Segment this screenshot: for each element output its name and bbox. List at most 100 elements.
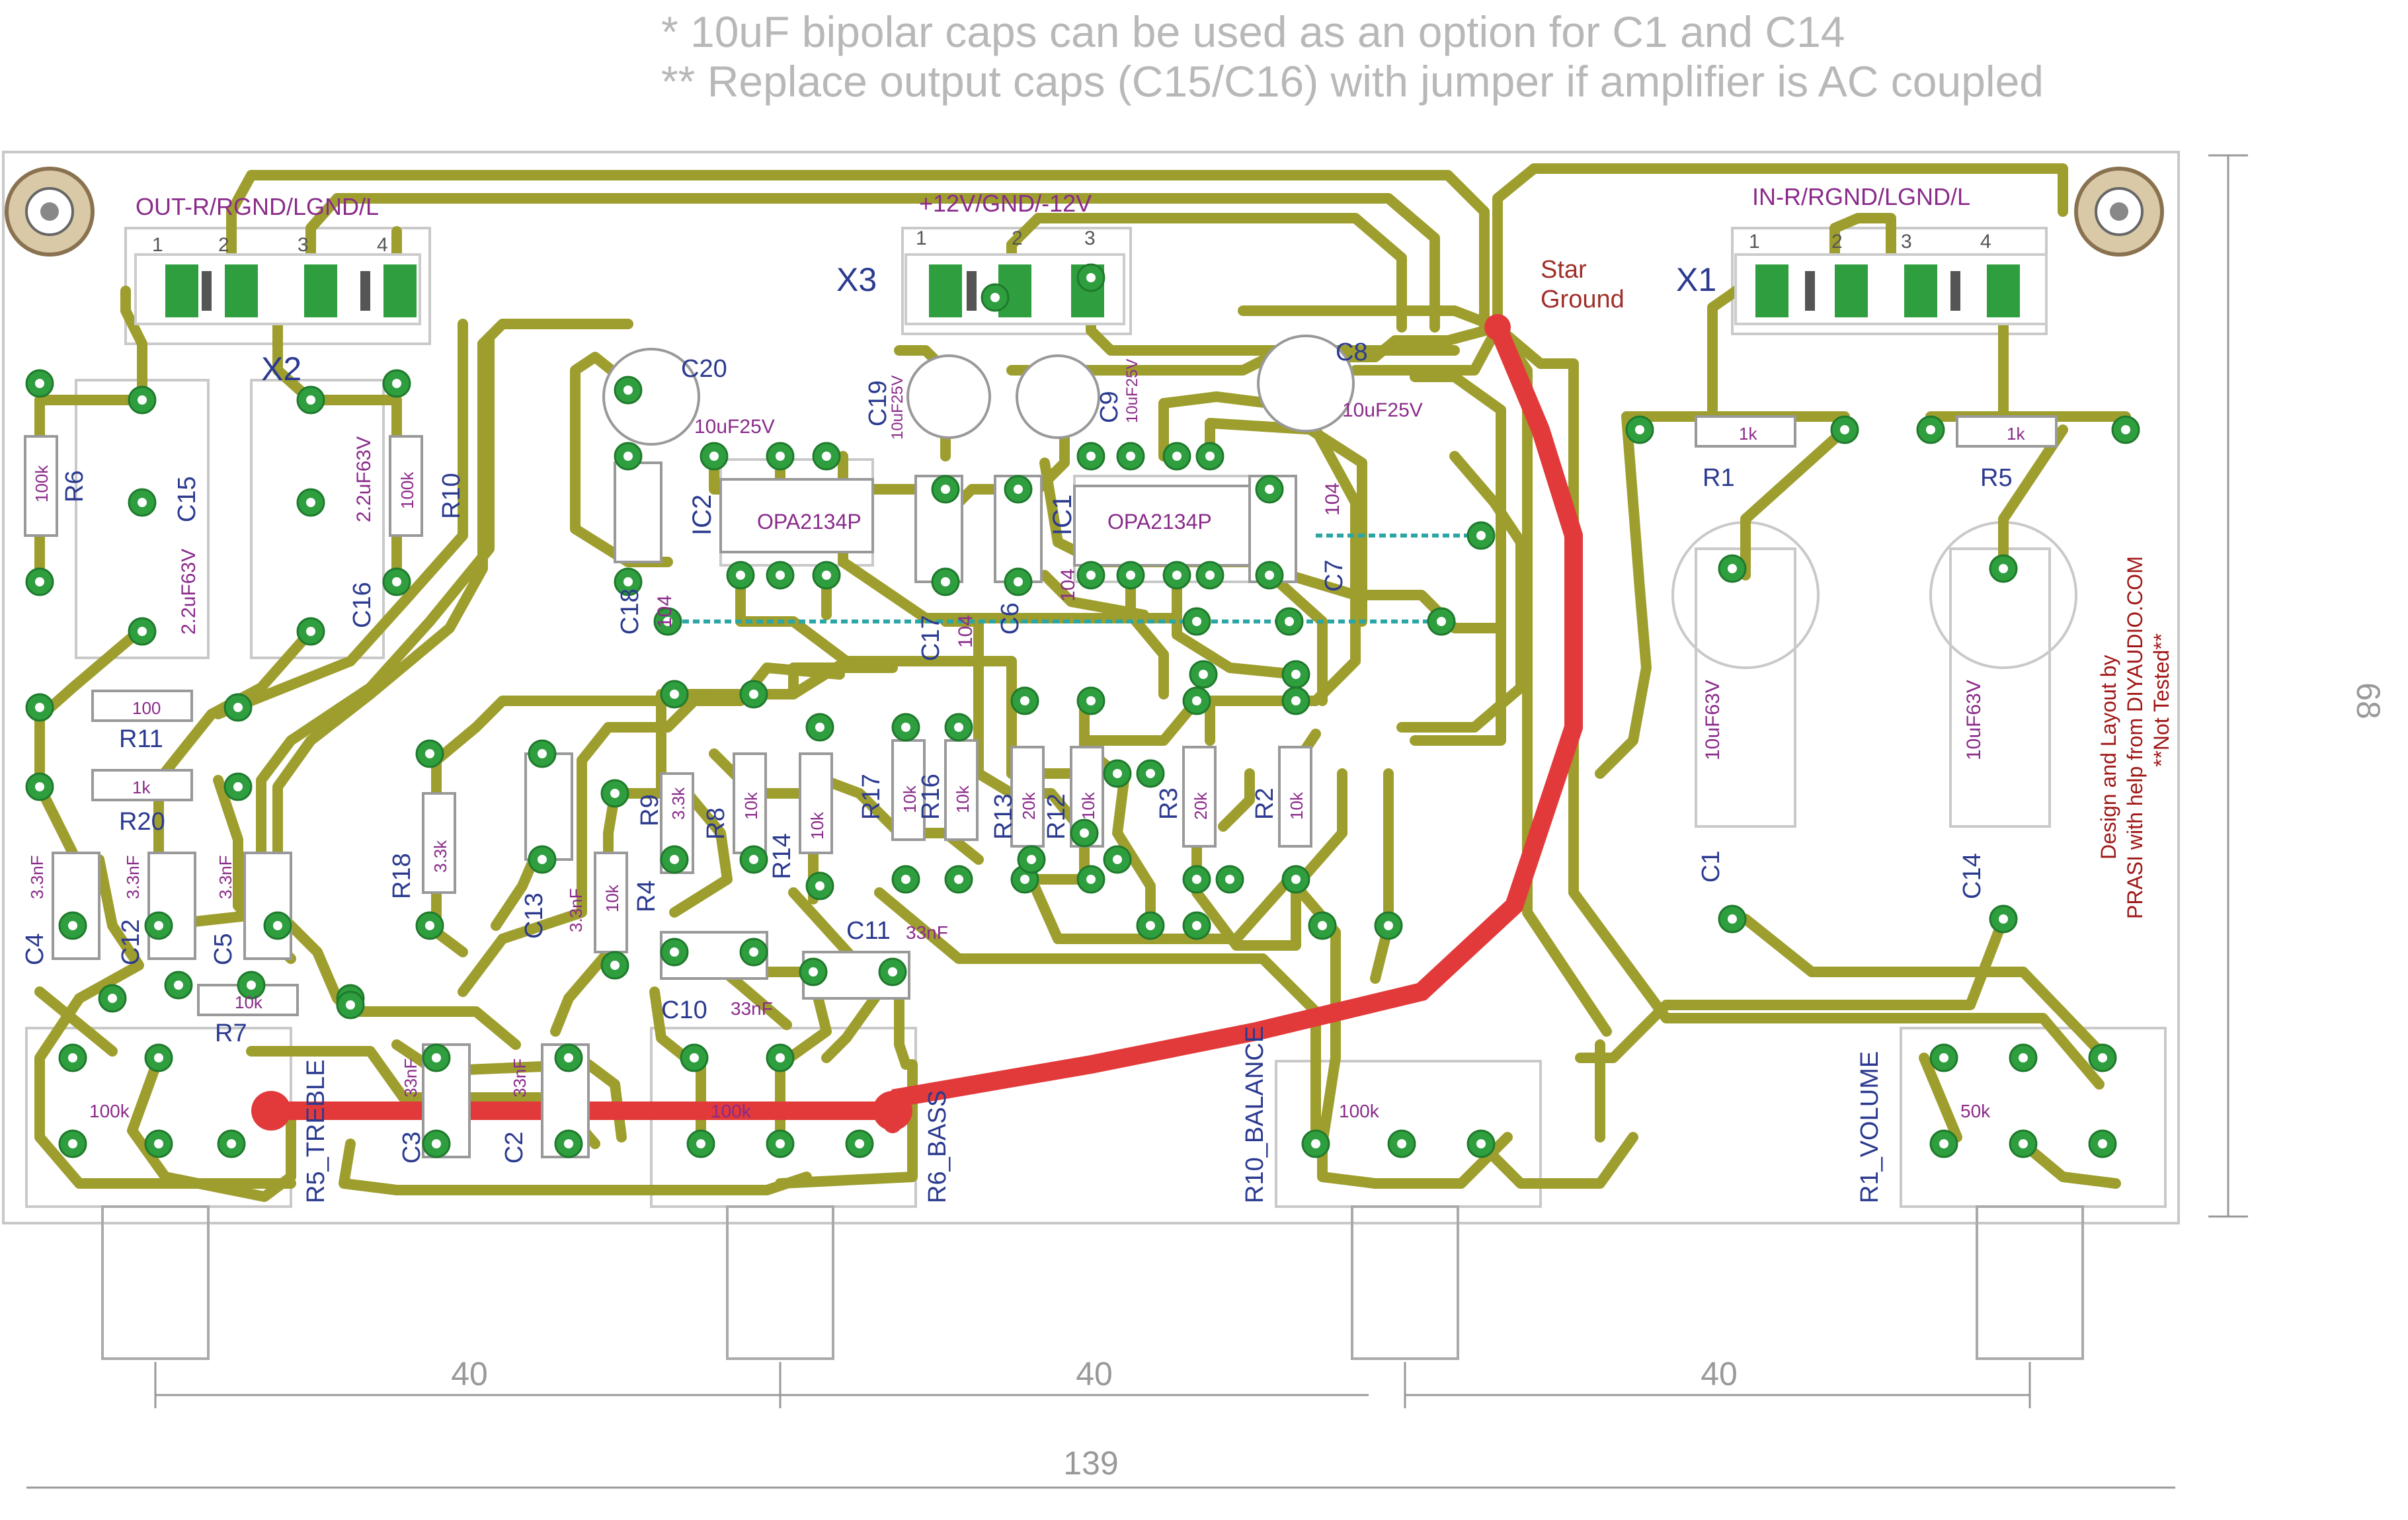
- svg-text:104: 104: [654, 595, 676, 628]
- svg-text:3: 3: [1901, 231, 1912, 253]
- svg-text:IC2: IC2: [688, 495, 717, 536]
- pad-hole: [68, 921, 77, 930]
- svg-text:C6: C6: [996, 602, 1024, 635]
- svg-text:C18: C18: [616, 588, 644, 635]
- pad-hole: [1086, 452, 1096, 461]
- svg-text:R18: R18: [388, 853, 416, 899]
- x1-ref: X1: [1676, 261, 1716, 298]
- power-connector-label: +12V/GND/-12V: [919, 190, 1092, 217]
- pad-hole: [610, 789, 620, 798]
- svg-text:2: 2: [1012, 227, 1023, 249]
- pad-hole: [2019, 1139, 2028, 1148]
- svg-text:100: 100: [132, 698, 161, 718]
- pad-hole: [425, 921, 434, 930]
- svg-text:10k: 10k: [741, 791, 761, 820]
- pad-hole: [154, 921, 163, 930]
- pad-hole: [1020, 875, 1029, 884]
- svg-text:33nF: 33nF: [906, 922, 948, 943]
- connector-refs: X2 X3 X1: [261, 261, 1716, 387]
- pad-hole: [709, 452, 719, 461]
- mounting-hole-right: [2074, 167, 2164, 257]
- svg-text:10k: 10k: [807, 811, 827, 840]
- svg-text:3.3nF: 3.3nF: [123, 856, 143, 900]
- svg-text:2.2uF63V: 2.2uF63V: [353, 436, 375, 522]
- pad-hole: [432, 1139, 441, 1148]
- pad-hole: [1113, 855, 1122, 864]
- pad-hole: [306, 395, 315, 405]
- svg-text:C2: C2: [501, 1131, 528, 1164]
- pad-hole: [233, 782, 243, 791]
- pad-hole: [108, 994, 117, 1003]
- pad-hole: [564, 1139, 573, 1148]
- pad-hole: [1225, 875, 1234, 884]
- star-ground-point: [1484, 314, 1511, 340]
- svg-text:R11: R11: [119, 725, 163, 753]
- svg-text:10uF63V: 10uF63V: [1963, 680, 1985, 760]
- svg-text:R10_BALANCE: R10_BALANCE: [1241, 1026, 1269, 1203]
- svg-text:Design and Layout by: Design and Layout by: [2097, 655, 2120, 860]
- pad-hole: [306, 498, 315, 507]
- pad-hole: [1728, 914, 1737, 924]
- pad-hole: [1192, 696, 1201, 705]
- svg-text:R5: R5: [1980, 464, 2013, 492]
- svg-text:33nF: 33nF: [731, 998, 773, 1019]
- pad-hole: [1086, 696, 1096, 705]
- x2-ref: X2: [261, 350, 301, 387]
- pad-hole: [1020, 696, 1029, 705]
- svg-text:R17: R17: [858, 774, 885, 820]
- svg-text:R5_TREBLE: R5_TREBLE: [302, 1059, 330, 1203]
- svg-text:OPA2134P: OPA2134P: [757, 510, 862, 534]
- pad-hole: [1014, 577, 1023, 586]
- pad-hole: [1014, 485, 1023, 494]
- x3-ref: X3: [836, 261, 877, 298]
- pad-hole: [822, 571, 831, 580]
- pad-hole: [538, 855, 547, 864]
- pad-hole: [68, 1139, 77, 1148]
- pad-hole: [1265, 485, 1274, 494]
- pad-hole: [1476, 531, 1486, 540]
- svg-text:Ground: Ground: [1541, 286, 1625, 313]
- svg-text:10k: 10k: [953, 785, 973, 813]
- svg-text:R20: R20: [119, 808, 165, 836]
- svg-text:2: 2: [218, 234, 229, 256]
- pad-hole: [623, 577, 633, 586]
- pad-hole: [1635, 425, 1644, 434]
- dim-label-3: 40: [1701, 1355, 1738, 1392]
- pad-hole: [227, 1139, 236, 1148]
- pad-hole: [990, 293, 1000, 302]
- svg-text:100k: 100k: [711, 1101, 752, 1121]
- svg-text:20k: 20k: [1191, 791, 1211, 820]
- pad-hole: [1146, 921, 1155, 930]
- svg-text:C15: C15: [173, 476, 201, 522]
- svg-text:10uF25V: 10uF25V: [694, 416, 775, 438]
- svg-text:1k: 1k: [2007, 424, 2025, 444]
- pad-hole: [1205, 452, 1215, 461]
- pad-hole: [1926, 425, 1935, 434]
- pad-hole: [1397, 1139, 1406, 1148]
- svg-text:C20: C20: [681, 355, 727, 383]
- svg-text:1k: 1k: [132, 778, 151, 797]
- ic-labels: OPA2134P IC2 OPA2134P IC1: [688, 495, 1212, 536]
- svg-text:Star: Star: [1541, 256, 1587, 284]
- svg-text:10k: 10k: [900, 785, 920, 813]
- svg-text:2: 2: [1831, 231, 1843, 253]
- pad-hole: [425, 749, 434, 758]
- pad-hole: [68, 1053, 77, 1062]
- pads: [25, 263, 2140, 1158]
- pad-hole: [776, 1139, 785, 1148]
- svg-text:4: 4: [1980, 231, 1991, 253]
- film-cap-labels: C15 2.2uF63V C16 2.2uF63V C1 10uF63V C14…: [173, 436, 1986, 899]
- svg-text:R6: R6: [61, 470, 89, 502]
- pad-hole: [538, 749, 547, 758]
- pad-hole: [1285, 617, 1294, 626]
- svg-text:1: 1: [916, 227, 927, 249]
- bass-ground-point: [873, 1091, 912, 1131]
- pad-hole: [1311, 1139, 1320, 1148]
- mounting-hole-left: [5, 167, 95, 257]
- svg-text:R10: R10: [438, 473, 465, 519]
- svg-text:C5: C5: [210, 933, 237, 965]
- svg-text:100k: 100k: [397, 471, 417, 509]
- pad-hole: [901, 723, 910, 732]
- svg-text:3.3k: 3.3k: [668, 787, 688, 820]
- svg-text:C14: C14: [1958, 853, 1986, 899]
